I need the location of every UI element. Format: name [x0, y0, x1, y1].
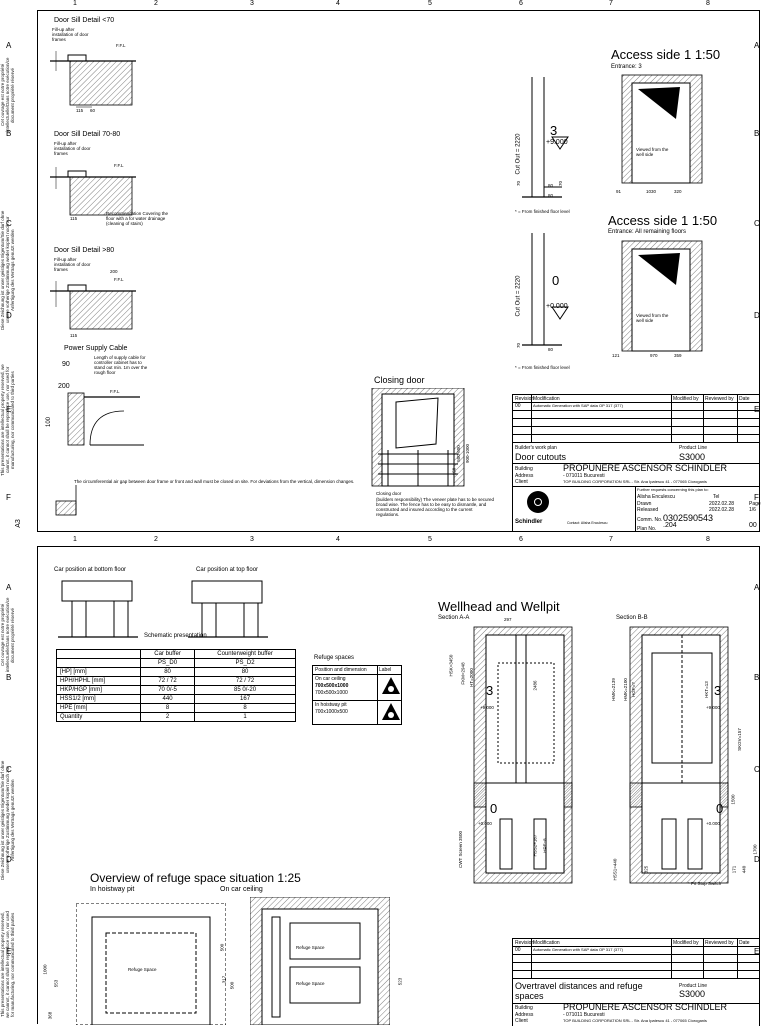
power-supply-title: Power Supply Cable [64, 345, 128, 352]
overview-pit-drawing [76, 903, 226, 1025]
drawing-sheet-door-cutouts: 1 2 3 4 5 6 7 8 A B C D E F A B C D E F … [6, 0, 761, 532]
cutout-section-1 [522, 77, 569, 198]
comm-number: 0302590543 [663, 513, 714, 523]
air-gap-drawing [55, 485, 77, 516]
copyright-note-3: This presentations are intellectual prop… [0, 364, 15, 476]
sill-detail-2-note: Fill-up after installation of door frame… [54, 141, 91, 156]
overview-ceiling-drawing [250, 897, 390, 1025]
car-bottom-title: Car position at bottom floor [54, 567, 127, 573]
overview-title: Overview of refuge space situation 1:25 [90, 871, 301, 885]
refuge-title: Refuge spaces [314, 655, 355, 661]
sill-detail-2-drawing [50, 167, 136, 216]
power-supply-note: Length of supply cable for controller ca… [94, 355, 148, 375]
access-side-2-drawing [621, 240, 703, 352]
access-side-1-title: Access side 1 1:50 [611, 47, 721, 62]
refuge-warning-icon-2 [382, 703, 400, 720]
closing-door-drawing [371, 388, 465, 487]
row-label-d: D [6, 311, 12, 320]
section-b-drawing [629, 626, 729, 808]
plan-number: .204 [663, 522, 677, 529]
section-a-drawing [473, 626, 573, 808]
brand-name: Schindler [515, 519, 543, 525]
car-top-title: Car position at top floor [196, 567, 259, 573]
schindler-logo-icon [527, 491, 549, 513]
copyright-note-5: Diese Zeichnung ist unser geistiges Eige… [0, 760, 15, 880]
paper-format: A3 [14, 519, 22, 528]
plan-title: Door cutouts [515, 452, 567, 462]
car-top-drawing [188, 580, 268, 638]
pit-a-drawing [473, 782, 573, 884]
closing-door-title: Closing door [374, 375, 425, 385]
cutout-1-floor: 3 [550, 123, 558, 138]
sill-detail-1-note: Fill-up after installation of door frame… [52, 27, 89, 42]
closing-door-note: (builders responsibility) The veneer pla… [376, 497, 494, 517]
pit-b-drawing [629, 782, 729, 884]
copyright-note-4: Cet ouvrage est notre propriété intellec… [0, 597, 15, 673]
column-ruler-top: 1 2 3 4 5 6 7 8 [73, 0, 710, 7]
building-name: PROPUNERE ASCENSOR SCHINDLER [563, 463, 728, 473]
row-label-f: F [6, 493, 11, 502]
row-label-b: B [6, 129, 12, 138]
column-ruler-sheet2: 1 2 3 4 5 6 7 8 [73, 536, 710, 543]
row-label-a: A [6, 41, 12, 50]
air-gap-note: The circumferential air gap between door… [74, 479, 355, 484]
sill-detail-1-title: Door Sill Detail <70 [54, 17, 115, 24]
title-block-1: Revision Modification Modified by Review… [512, 394, 761, 532]
access-side-1-drawing [621, 74, 703, 184]
refuge-warning-icon [382, 677, 400, 694]
copyright-note-6: This presentations are intellectual prop… [0, 911, 15, 1019]
sill-detail-1-drawing [50, 51, 136, 108]
copyright-note-1: Cet ouvrage est notre propriété intellec… [0, 57, 15, 133]
sill-detail-2-recommendation: Recommendation Covering the floor with a… [106, 211, 169, 226]
title-block-2: Revision Modification Modified by Review… [512, 938, 760, 1026]
plan-title-2: Overtravel distances and refuge spaces [515, 981, 643, 1001]
sill-detail-2-title: Door Sill Detail 70-80 [54, 131, 121, 138]
sill-detail-3-note: Fill-up after installation of door frame… [54, 257, 91, 272]
cutout-2-floor: 0 [552, 273, 560, 288]
product-line: S3000 [679, 452, 706, 462]
sill-detail-3-title: Door Sill Detail >80 [54, 247, 115, 254]
drawing-sheet-overtravel: 1 2 3 4 5 6 7 8 A B C D E A B C D E Car … [6, 536, 760, 1026]
wellhead-title: Wellhead and Wellpit [438, 599, 560, 614]
refuge-table: Position and dimension Label On car ceil… [312, 665, 402, 725]
cutout-section-2 [522, 233, 569, 346]
power-supply-drawing [67, 392, 144, 446]
sill-detail-3-drawing [50, 281, 136, 330]
schematic-caption: Schematic presentation [144, 633, 207, 639]
row-label-e: E [6, 405, 12, 414]
access-side-2-title: Access side 1 1:50 [608, 213, 718, 228]
copyright-note-2: Diese Zeichnung ist unser geistiges Eige… [0, 210, 15, 330]
row-label-c: C [6, 219, 12, 228]
car-bottom-drawing [58, 580, 138, 638]
